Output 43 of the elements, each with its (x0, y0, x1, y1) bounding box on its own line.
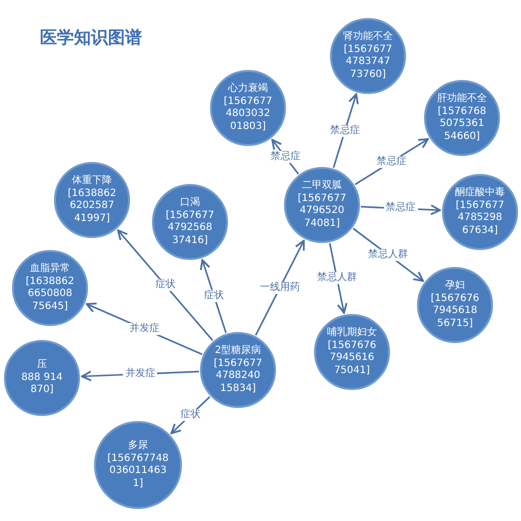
edge-label: 并发症 (127, 323, 162, 336)
edge-label: 禁忌人群 (366, 248, 410, 261)
entity-id: [1567677478529867634] (455, 200, 505, 237)
entity-name: 哺乳期妇女 (327, 327, 377, 340)
entity-id: [1638862665080875645] (25, 276, 75, 313)
entity-id: [1567677479652074081] (297, 192, 347, 230)
entity-id: [1567677478824015834] (213, 358, 263, 395)
arrow (254, 240, 305, 336)
edge-label: 禁忌症 (384, 202, 418, 214)
entity-name: 肾功能不全 (343, 31, 393, 44)
entity-name: 二甲双胍 (302, 180, 342, 192)
entity-name: 压 (37, 359, 47, 372)
edge-label: 禁忌症 (268, 150, 302, 163)
entity-name: 口渴 (180, 197, 200, 210)
arrow (117, 229, 214, 341)
entity-name: 肝功能不全 (437, 93, 487, 106)
entity-id: [1567676794561675041] (327, 340, 377, 377)
entity-name: 酮症酸中毒 (455, 187, 505, 200)
edge-label: 禁忌症 (328, 124, 362, 137)
entity-id: [1567676794561856715] (430, 292, 480, 330)
entity-circle (284, 167, 360, 243)
entity-name: 孕妇 (445, 280, 465, 292)
entity-id: 888 914 870] (20, 372, 64, 397)
entity-id: [1576768507536154660] (437, 106, 487, 143)
arrow (200, 259, 227, 334)
edge-label: 禁忌人群 (314, 272, 359, 284)
entity-id: [1567677480360114631] (106, 452, 170, 490)
diagram-title: 医学知识图谱 (40, 27, 142, 49)
edge-label: 并发症 (123, 368, 158, 380)
edge-label: 症状 (178, 409, 203, 422)
entity-id: [1567677480303201803] (223, 96, 273, 133)
entity-name: 2型糖尿病 (214, 345, 262, 358)
edge-label: 症状 (153, 279, 178, 292)
entity-id: [1567677479256837416] (165, 210, 215, 247)
edge-label: 禁忌症 (374, 156, 409, 168)
entity-name: 心力衰竭 (228, 83, 268, 96)
entity-name: 血脂异常 (30, 263, 70, 276)
edge-label: 症状 (202, 290, 226, 302)
entity-name: 体重下降 (72, 175, 112, 188)
entity-id: [1638862620258741997] (67, 188, 117, 225)
edge-label: 一线用药 (258, 282, 302, 294)
entity-name: 多尿 (128, 440, 148, 452)
entity-id: [1567677478374773760] (343, 44, 393, 81)
